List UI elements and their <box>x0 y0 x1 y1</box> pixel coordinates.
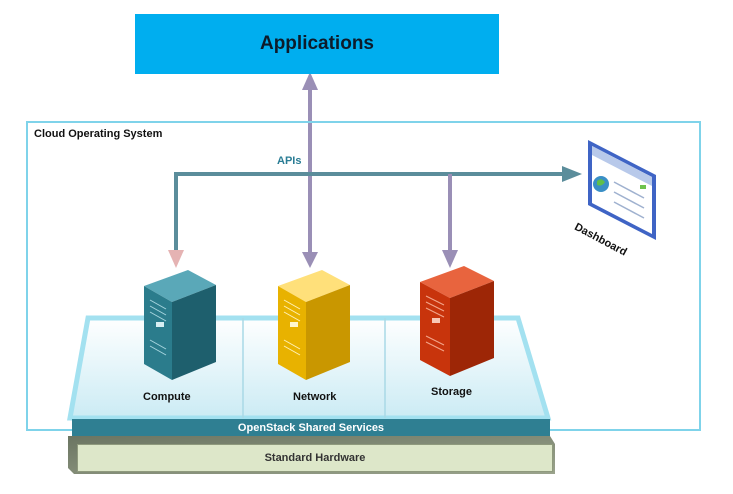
cloud-operating-system-frame <box>26 121 701 431</box>
applications-label: Applications <box>259 33 374 54</box>
storage-arrow <box>442 174 458 268</box>
standard-hardware-bar: Standard Hardware <box>77 444 553 472</box>
shared-services-label: OpenStack Shared Services <box>237 421 385 434</box>
cloud-operating-system-label: Cloud Operating System <box>34 128 163 140</box>
compute-label: Compute <box>143 391 191 403</box>
compute-server-icon <box>144 270 216 380</box>
standard-hardware-label: Standard Hardware <box>264 452 366 464</box>
apis-bus-arrow <box>174 166 582 252</box>
network-server-icon <box>278 270 350 380</box>
network-label: Network <box>293 391 337 403</box>
compute-arrow <box>168 250 184 268</box>
openstack-shared-services-bar: OpenStack Shared Services <box>72 419 550 436</box>
dashboard-screen-icon <box>588 140 656 240</box>
storage-server-icon <box>420 266 494 376</box>
applications-box: Applications <box>135 14 499 74</box>
applications-network-arrow <box>302 72 318 268</box>
storage-label: Storage <box>431 386 472 398</box>
apis-label: APIs <box>277 155 302 167</box>
